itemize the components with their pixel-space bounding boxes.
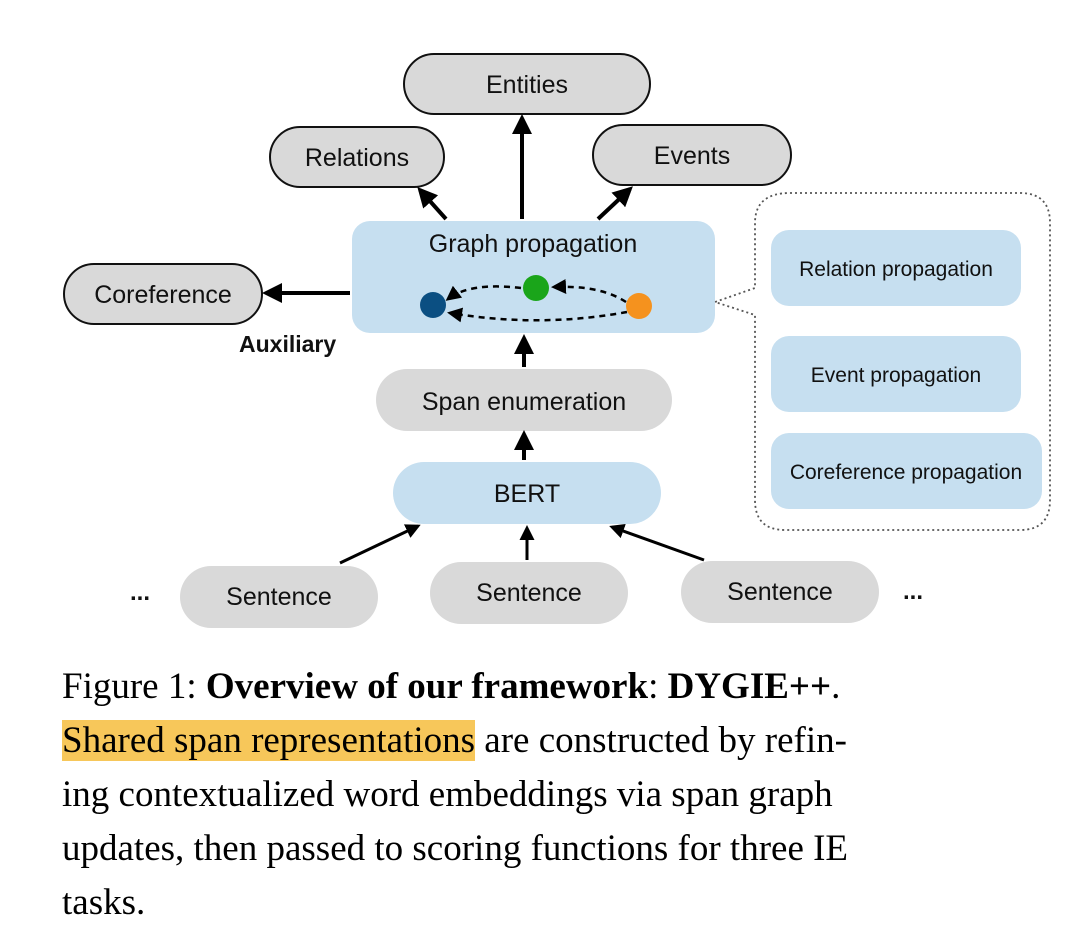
coreference-box: Coreference [63,263,263,325]
sentence-box-2: Sentence [430,562,628,624]
edge-green-to-blue [445,285,522,301]
bert-label: BERT [494,480,560,508]
event-propagation-box: Event propagation [771,336,1021,412]
arrow-sentence3-to-bert [609,523,705,562]
coreference-propagation-box: Coreference propagation [771,433,1042,509]
auxiliary-label: Auxiliary [239,331,336,357]
relations-label: Relations [305,144,409,172]
ellipsis-right: ... [903,578,923,605]
relations-box: Relations [269,126,445,188]
framework-diagram: Entities Relations Events Coreference Au… [63,53,1051,628]
relation-propagation-label: Relation propagation [799,258,993,281]
span-enumeration-box: Span enumeration [376,369,672,431]
sentence-label-2: Sentence [476,579,582,607]
node-orange [626,293,652,319]
sentence-box-3: Sentence [681,561,879,623]
node-green [523,275,549,301]
graph-propagation-label: Graph propagation [429,230,637,258]
figure-caption: Figure 1: Overview of our framework: DYG… [62,660,1062,930]
coreference-propagation-label: Coreference propagation [790,461,1022,484]
event-propagation-label: Event propagation [811,364,981,387]
entities-label: Entities [486,71,568,99]
caption-line-5: tasks. [62,882,146,923]
events-box: Events [592,124,792,186]
arrow-sentence1-to-bert [339,524,421,565]
figure-label: Figure 1: [62,666,197,707]
graph-propagation-box: Graph propagation [352,221,715,333]
sentence-label-3: Sentence [727,578,833,606]
edge-orange-to-green [551,278,627,304]
sentence-label-1: Sentence [226,583,332,611]
edge-orange-to-blue [447,307,628,323]
events-label: Events [654,142,730,170]
entities-box: Entities [403,53,651,115]
sentence-box-1: Sentence [180,566,378,628]
caption-line-4: updates, then passed to scoring function… [62,828,849,869]
caption-line-1: Figure 1: Overview of our framework: DYG… [62,666,841,707]
arrow-to-relations [417,187,448,221]
system-name: DYGIE++ [667,666,832,707]
span-enumeration-label: Span enumeration [422,388,626,416]
coreference-label: Coreference [94,281,232,309]
node-blue [420,292,446,318]
bert-box: BERT [393,462,661,524]
relation-propagation-box: Relation propagation [771,230,1021,306]
caption-line-3: ing contextualized word embeddings via s… [62,774,833,815]
arrow-to-events [596,186,633,221]
caption-line-2: Shared span representations are construc… [62,720,847,761]
highlighted-phrase: Shared span representations [62,720,476,761]
caption-title: Overview of our framework [205,666,649,707]
ellipsis-left: ... [130,579,150,606]
